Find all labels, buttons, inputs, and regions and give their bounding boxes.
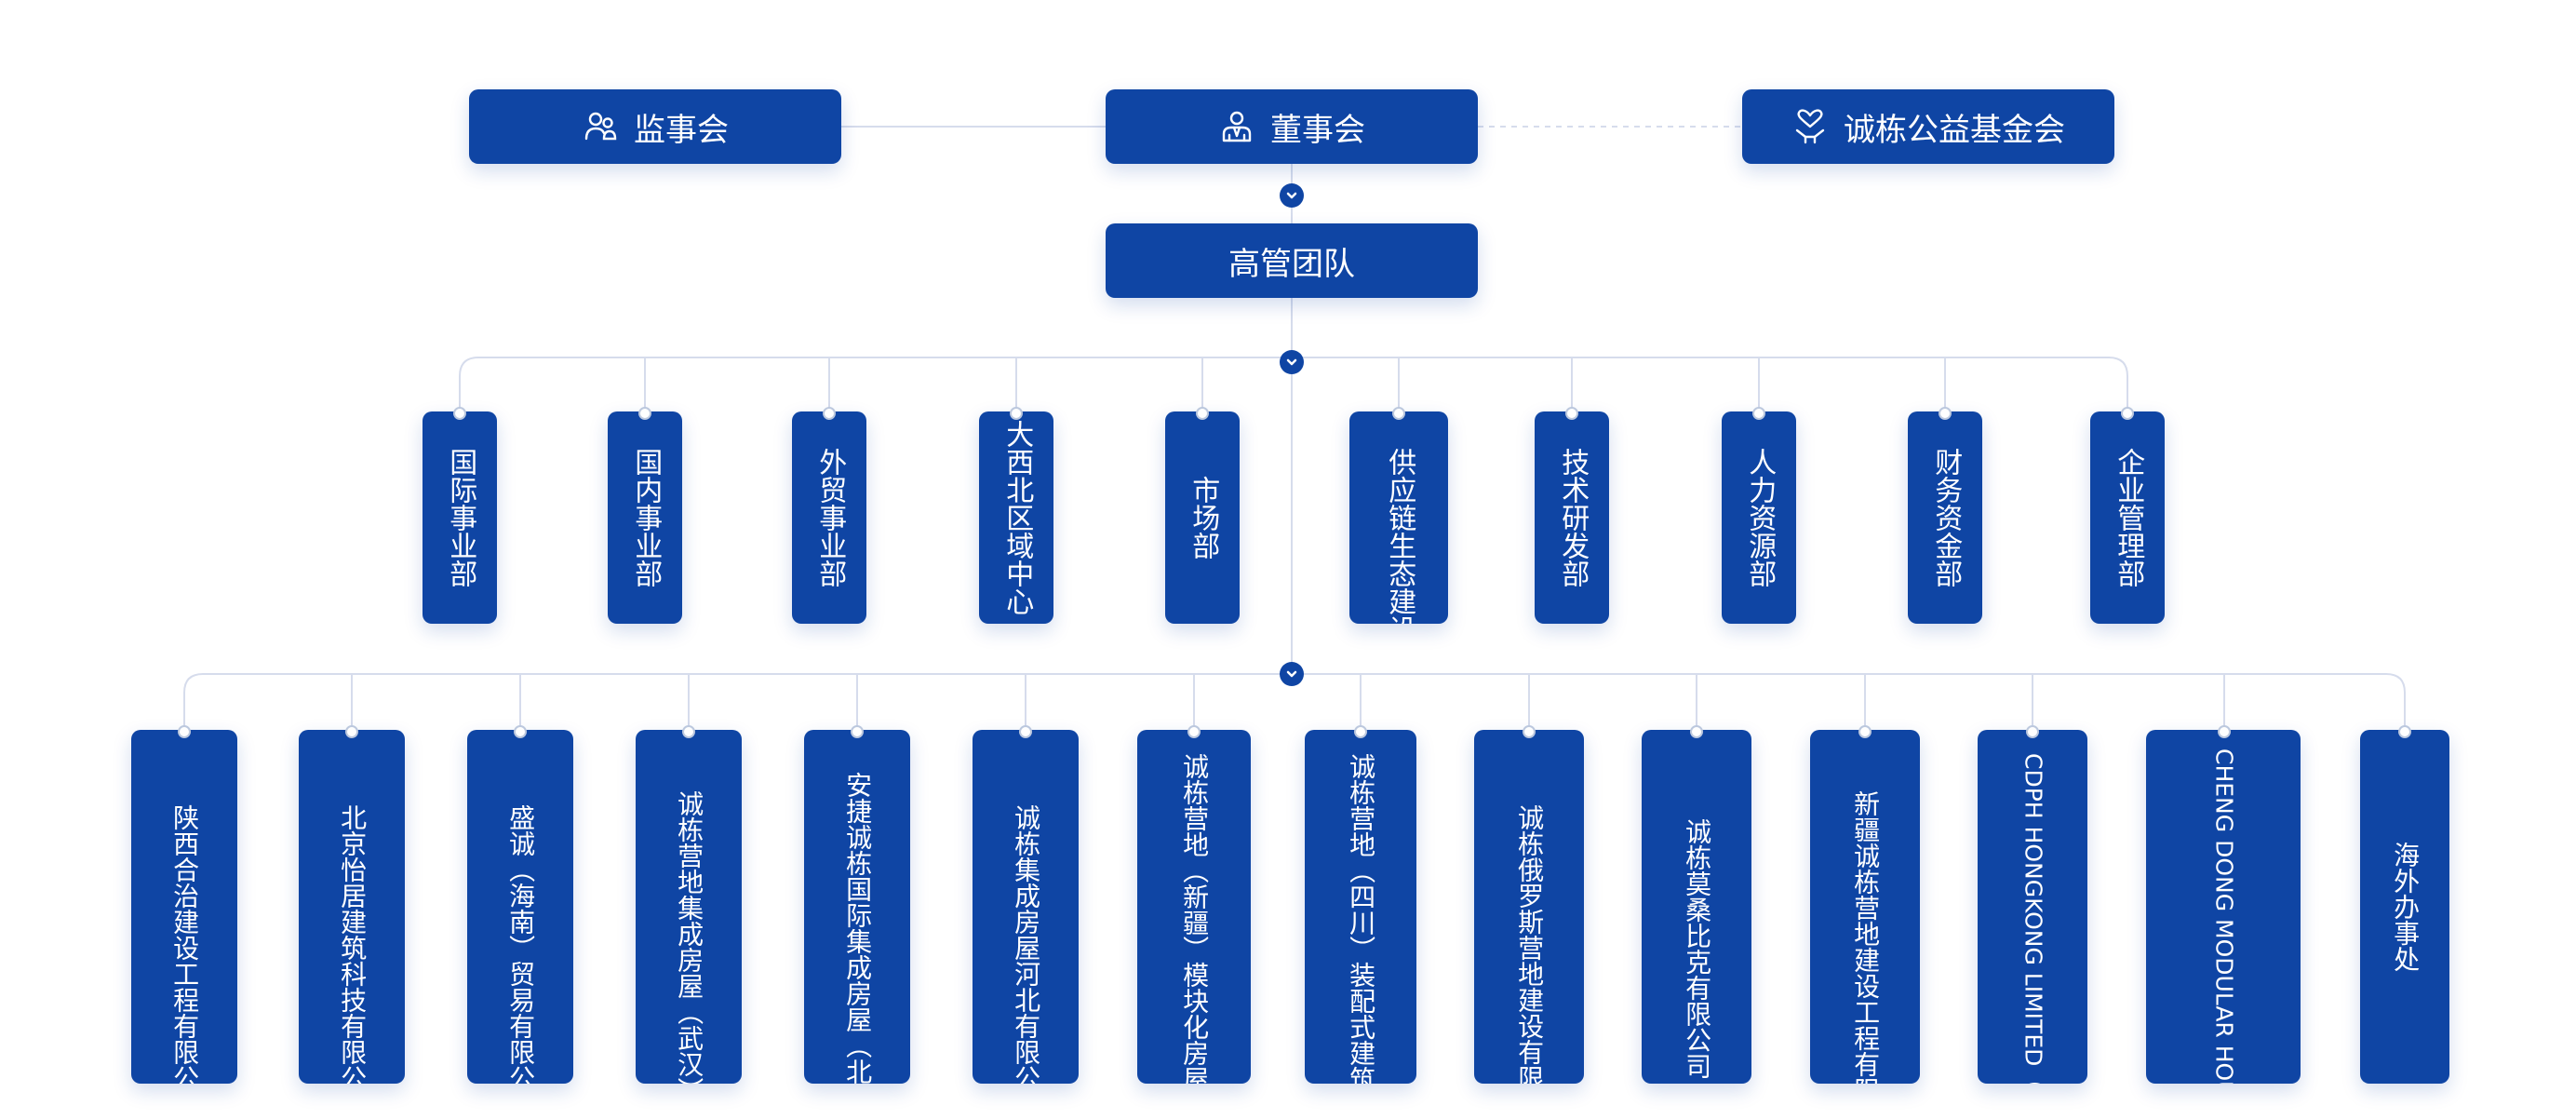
- department-label: 外贸事业部: [813, 448, 847, 587]
- connector-dot: [1939, 407, 1952, 420]
- subsidiary-box: 诚栋集成房屋河北有限公司: [973, 730, 1079, 1084]
- subsidiary-box: 诚栋营地集成房屋（武汉）有限公司: [636, 730, 742, 1084]
- chevron-down-icon: [1286, 670, 1297, 678]
- connector-dot: [1354, 725, 1367, 738]
- expand-departments-chevron[interactable]: [1280, 350, 1304, 374]
- connector-dot: [1752, 407, 1765, 420]
- department-label: 财务资金部: [1929, 448, 1963, 587]
- connector-dot: [178, 725, 191, 738]
- connector-dot: [682, 725, 695, 738]
- department-box: 市场部: [1165, 411, 1240, 624]
- subsidiary-label: 陕西合治建设工程有限公司: [169, 804, 201, 1084]
- connector-dot: [345, 725, 358, 738]
- department-box: 财务资金部: [1908, 411, 1982, 624]
- connector-dot: [638, 407, 651, 420]
- connector-dot: [1858, 725, 1872, 738]
- department-box: 企业管理部: [2090, 411, 2165, 624]
- expand-subsidiaries-chevron[interactable]: [1280, 662, 1304, 686]
- subsidiary-box: CHENG DONG MODULAR HOUSING CONTRACTING-L…: [2146, 730, 2301, 1084]
- department-label: 技术研发部: [1556, 448, 1590, 587]
- connector-dot: [453, 407, 466, 420]
- executive-team-label: 高管团队: [1228, 245, 1355, 283]
- department-label: 人力资源部: [1743, 448, 1777, 587]
- department-label: 国际事业部: [444, 448, 477, 587]
- subsidiary-box: 安捷诚栋国际集成房屋（北京）有限公司: [804, 730, 910, 1084]
- connector-dot: [823, 407, 836, 420]
- connector-dot: [1565, 407, 1578, 420]
- subsidiary-box: 诚栋莫桑比克有限公司: [1642, 730, 1751, 1084]
- subsidiary-label: 北京怡居建筑科技有限公司: [337, 804, 369, 1084]
- department-box: 供应链生态建设中心: [1349, 411, 1448, 624]
- charity-foundation-box: 诚栋公益基金会: [1742, 89, 2114, 164]
- subsidiary-label: 诚栋营地（四川）装配式建筑科技有限公司: [1346, 753, 1377, 1084]
- department-label: 大西北区域中心: [1000, 420, 1034, 615]
- supervisory-board-label: 监事会: [634, 111, 729, 149]
- connector-dot: [1523, 725, 1536, 738]
- connector-dot: [2218, 725, 2231, 738]
- board-of-directors-box: 董事会: [1106, 89, 1478, 164]
- expand-exec-chevron[interactable]: [1280, 183, 1304, 208]
- subsidiary-label: 盛诚（海南）贸易有限公司: [505, 804, 537, 1084]
- connector-dot: [2398, 725, 2411, 738]
- department-label: 企业管理部: [2112, 448, 2145, 587]
- connector-dot: [1019, 725, 1032, 738]
- department-box: 人力资源部: [1722, 411, 1796, 624]
- department-box: 外贸事业部: [792, 411, 866, 624]
- heart-hand-icon: [1795, 109, 1825, 144]
- charity-foundation-label: 诚栋公益基金会: [1844, 111, 2065, 149]
- executive-team-box: 高管团队: [1106, 223, 1478, 298]
- subsidiary-box: 诚栋俄罗斯营地建设有限公司: [1474, 730, 1584, 1084]
- subsidiary-label: 诚栋俄罗斯营地建设有限公司: [1514, 804, 1546, 1084]
- department-label: 供应链生态建设中心: [1383, 448, 1416, 624]
- board-of-directors-label: 董事会: [1270, 111, 1365, 149]
- connector-dot: [1196, 407, 1209, 420]
- department-box: 大西北区域中心: [979, 411, 1053, 624]
- subsidiary-box: 诚栋营地（四川）装配式建筑科技有限公司: [1305, 730, 1416, 1084]
- department-label: 市场部: [1187, 476, 1220, 560]
- subsidiary-label: 安捷诚栋国际集成房屋（北京）有限公司: [842, 772, 874, 1084]
- person-badge-icon: [1222, 111, 1252, 142]
- department-box: 国际事业部: [423, 411, 497, 624]
- connector-dot: [1690, 725, 1703, 738]
- connector-dot: [851, 725, 864, 738]
- subsidiary-label: CHENG DONG MODULAR HOUSING CONTRACTING-L…: [2210, 748, 2237, 1084]
- subsidiary-box: 盛诚（海南）贸易有限公司: [467, 730, 573, 1084]
- connector-dot: [1392, 407, 1405, 420]
- chevron-down-icon: [1286, 358, 1297, 366]
- subsidiary-box: 海外办事处: [2360, 730, 2449, 1084]
- subsidiary-box: 北京怡居建筑科技有限公司: [299, 730, 405, 1084]
- department-box: 技术研发部: [1535, 411, 1609, 624]
- subsidiary-box: 陕西合治建设工程有限公司: [131, 730, 237, 1084]
- chevron-down-icon: [1286, 192, 1297, 199]
- connector-dot: [1187, 725, 1201, 738]
- connector-dot: [514, 725, 527, 738]
- subsidiary-label: CDPH HONGKONG LIMITED（香港）: [2019, 753, 2047, 1084]
- subsidiary-label: 诚栋莫桑比克有限公司: [1682, 818, 1713, 1079]
- subsidiary-label: 海外办事处: [2390, 842, 2422, 972]
- department-label: 国内事业部: [629, 448, 663, 587]
- subsidiary-label: 诚栋营地（新疆）模块化房屋制造有限公司: [1179, 753, 1211, 1084]
- subsidiary-label: 新疆诚栋营地建设工程有限公司: [1850, 790, 1882, 1084]
- department-box: 国内事业部: [608, 411, 682, 624]
- subsidiary-label: 诚栋集成房屋河北有限公司: [1011, 804, 1042, 1084]
- subsidiary-box: 诚栋营地（新疆）模块化房屋制造有限公司: [1137, 730, 1251, 1084]
- subsidiary-label: 诚栋营地集成房屋（武汉）有限公司: [674, 790, 705, 1084]
- subsidiary-box: 新疆诚栋营地建设工程有限公司: [1810, 730, 1920, 1084]
- supervisory-board-box: 监事会: [469, 89, 841, 164]
- connector-dot: [2121, 407, 2134, 420]
- people-icon: [584, 112, 617, 141]
- connector-dot: [2026, 725, 2039, 738]
- connector-dot: [1010, 407, 1023, 420]
- subsidiary-box: CDPH HONGKONG LIMITED（香港）: [1978, 730, 2087, 1084]
